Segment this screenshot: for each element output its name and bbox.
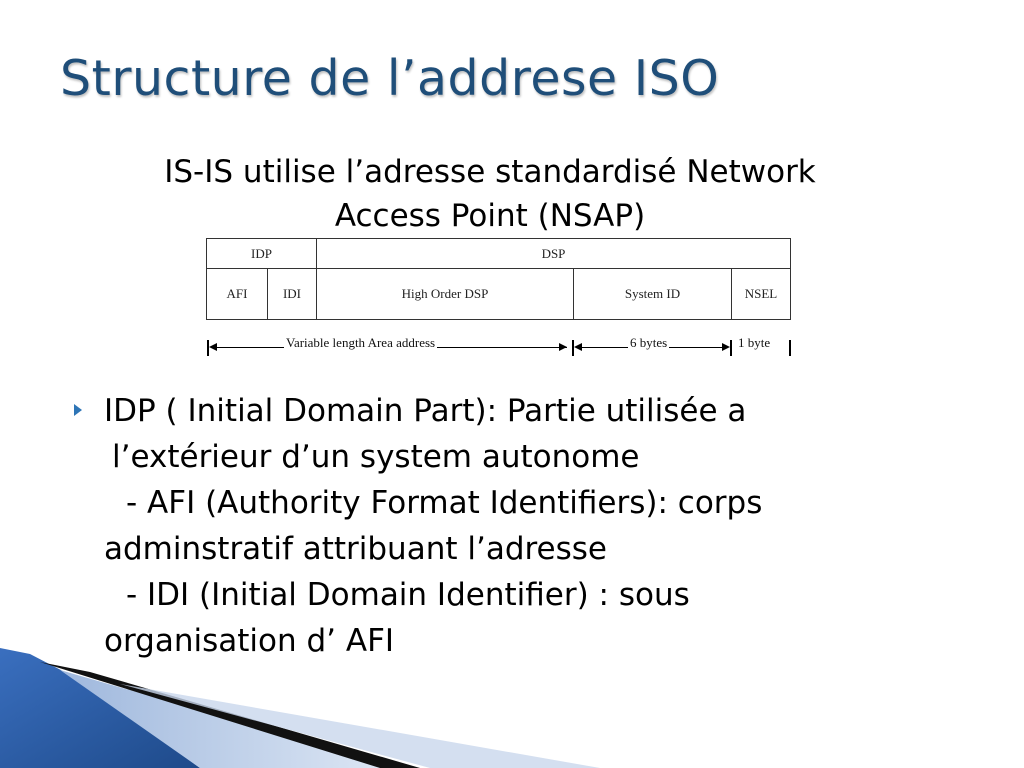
- deco-blue-wedge: [0, 648, 200, 768]
- bullet-list: IDP ( Initial Domain Part): Partie utili…: [74, 388, 954, 664]
- nsel-cell: NSEL: [731, 268, 791, 320]
- subtitle-line-1: IS-IS utilise l’adresse standardisé Netw…: [164, 154, 816, 190]
- idi-cell: IDI: [267, 268, 317, 320]
- dsp-header-cell: DSP: [316, 238, 791, 269]
- afi-cell: AFI: [206, 268, 268, 320]
- idp-header-cell: IDP: [206, 238, 317, 269]
- deco-light-stripe: [120, 684, 600, 768]
- bullet-arrow-icon: [74, 404, 82, 416]
- high-order-dsp-cell: High Order DSP: [316, 268, 574, 320]
- idi-line-2: organisation d’ AFI: [104, 623, 395, 659]
- start-tick: [207, 340, 209, 356]
- afi-line-1: - AFI (Authority Format Identifiers): co…: [126, 485, 763, 521]
- sysid-arrow-right: [722, 343, 730, 351]
- area-arrow-left: [209, 343, 217, 351]
- length-annotation-row: Variable length Area address 6 bytes 1 b…: [206, 335, 806, 362]
- end-tick: [789, 340, 791, 356]
- subtitle: IS-IS utilise l’adresse standardisé Netw…: [60, 150, 920, 238]
- subtitle-line-2: Access Point (NSAP): [334, 198, 646, 234]
- mid-tick-2: [730, 340, 732, 356]
- deco-black-stripe: [40, 662, 420, 768]
- idp-line-1: IDP ( Initial Domain Part): Partie utili…: [104, 393, 747, 429]
- mid-tick-1: [572, 340, 574, 356]
- slide-title: Structure de l’addrese ISO: [60, 50, 720, 107]
- area-length-label: Variable length Area address: [284, 335, 438, 351]
- area-arrow-right: [559, 343, 567, 351]
- corner-decoration: [0, 648, 600, 768]
- idi-line-1: - IDI (Initial Domain Identifier) : sous: [126, 577, 690, 613]
- sysid-length-label: 6 bytes: [628, 335, 670, 351]
- idp-line-2: l’extérieur d’un system autonome: [112, 439, 640, 475]
- nsel-length-label: 1 byte: [736, 335, 773, 351]
- system-id-cell: System ID: [573, 268, 732, 320]
- afi-line-2: adminstratif attribuant l’adresse: [104, 531, 608, 567]
- nsap-diagram: IDP DSP AFI IDI High Order DSP System ID…: [206, 238, 806, 363]
